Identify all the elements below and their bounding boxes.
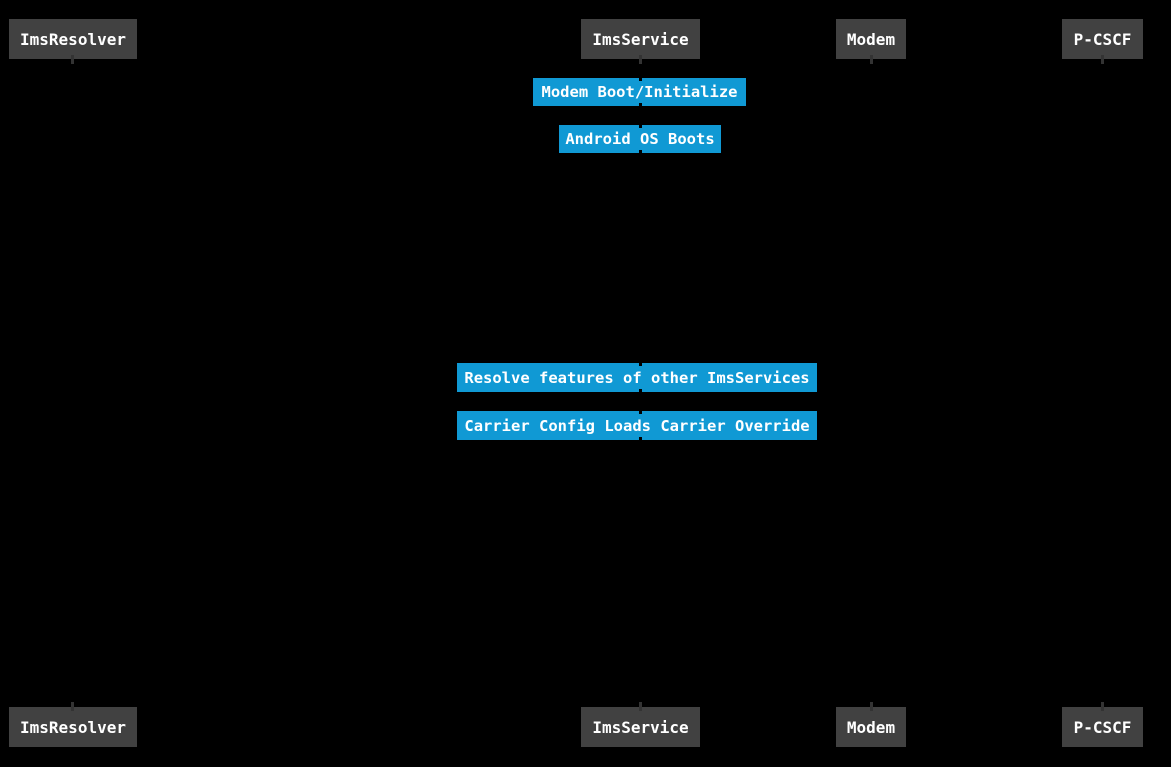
- participant-top-imsservice: ImsService: [581, 19, 700, 59]
- lifeline-notch: [639, 437, 642, 442]
- participant-bottom-imsservice: ImsService: [581, 707, 700, 747]
- participant-top-imsresolver: ImsResolver: [9, 19, 137, 59]
- participant-bottom-imsresolver: ImsResolver: [9, 707, 137, 747]
- lifeline-stub-top-modem: [870, 55, 873, 64]
- lifeline-notch: [639, 409, 642, 414]
- note-resolve-features: Resolve features of other ImsServices: [457, 363, 817, 392]
- note-carrier-config-override: Carrier Config Loads Carrier Override: [457, 411, 817, 440]
- participant-bottom-pcscf: P-CSCF: [1062, 707, 1143, 747]
- participant-top-modem: Modem: [836, 19, 906, 59]
- note-modem-boot-initialize: Modem Boot/Initialize: [533, 78, 746, 106]
- lifeline-stub-bottom-modem: [870, 702, 873, 711]
- lifeline-stub-top-imsresolver: [71, 55, 74, 64]
- lifeline-notch: [639, 150, 642, 155]
- participant-top-pcscf: P-CSCF: [1062, 19, 1143, 59]
- lifeline-stub-bottom-imsservice: [639, 702, 642, 711]
- note-android-os-boots: Android OS Boots: [559, 125, 721, 153]
- lifeline-stub-top-pcscf: [1101, 55, 1104, 64]
- lifeline-notch: [639, 361, 642, 366]
- lifeline-stub-bottom-pcscf: [1101, 702, 1104, 711]
- lifeline-notch: [639, 76, 642, 81]
- lifeline-notch: [639, 103, 642, 108]
- lifeline-stub-bottom-imsresolver: [71, 702, 74, 711]
- participant-bottom-modem: Modem: [836, 707, 906, 747]
- lifeline-stub-top-imsservice: [639, 55, 642, 64]
- lifeline-notch: [639, 389, 642, 394]
- lifeline-notch: [639, 123, 642, 128]
